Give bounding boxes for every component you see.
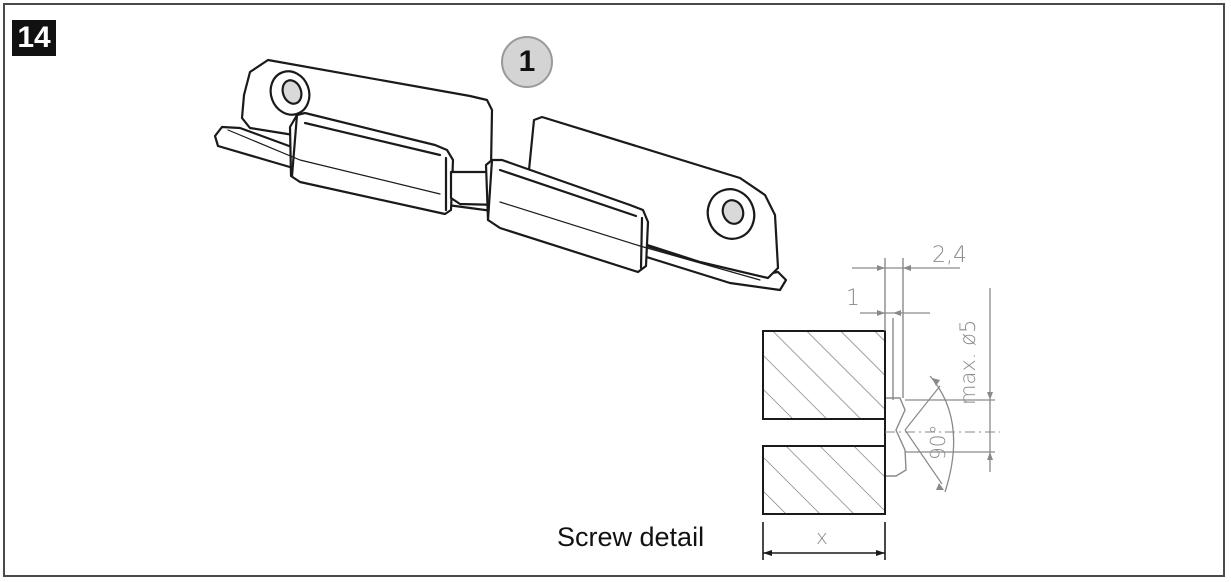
dimension-1-label: 1 — [846, 286, 860, 311]
lower-section-block — [762, 445, 886, 515]
screw-detail-caption: Screw detail — [557, 522, 705, 552]
upper-section-block — [762, 330, 886, 420]
screw-detail-section: 2,4 1 max. ø5 90° x — [762, 243, 1000, 560]
part-callout-1: 1 — [501, 36, 553, 88]
dimension-2-4-label: 2,4 — [932, 243, 967, 268]
screw-head-outline — [885, 397, 907, 477]
bracket-part-illustration — [213, 58, 788, 292]
depth-x-label: x — [816, 525, 828, 549]
figure-frame — [3, 3, 1225, 577]
step-number-badge: 14 — [12, 20, 56, 56]
max-diameter-label: max. ø5 — [956, 320, 980, 405]
angle-label: 90° — [926, 425, 950, 460]
